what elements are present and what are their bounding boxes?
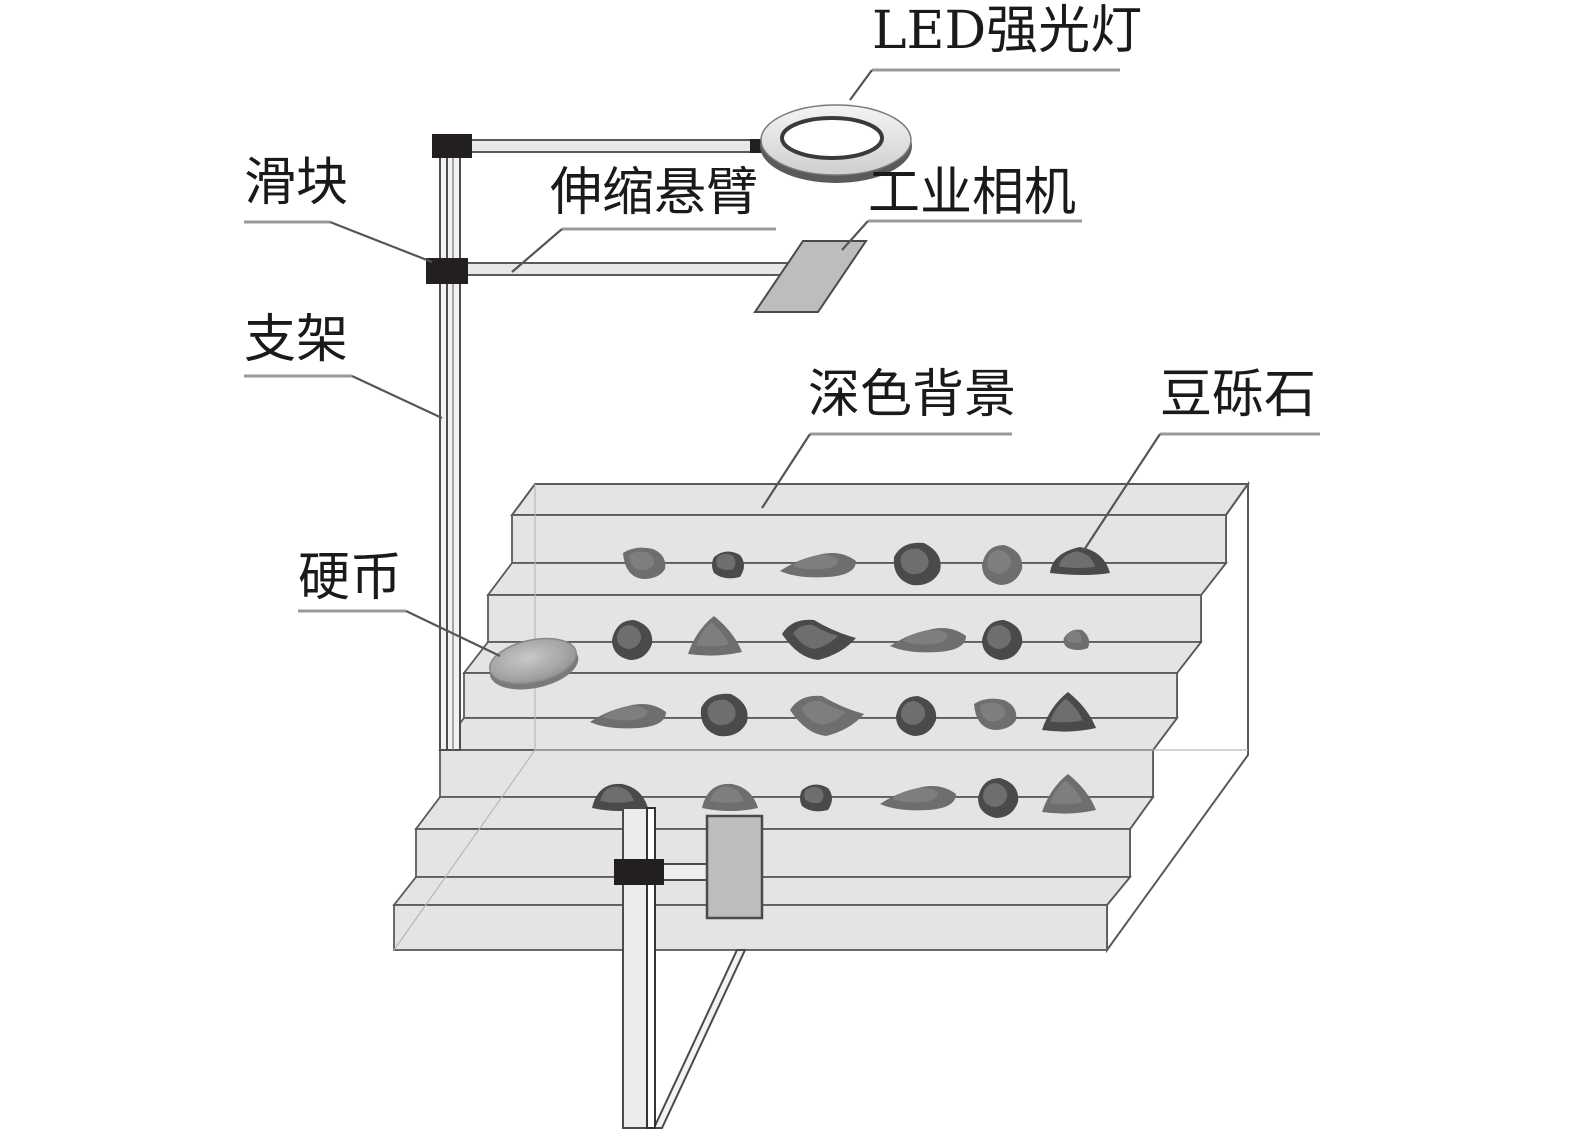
pebble — [700, 693, 748, 737]
pebble — [896, 696, 937, 736]
label-industrial-camera-text: 工业相机 — [868, 163, 1076, 223]
label-dark-background-text: 深色背景 — [808, 365, 1016, 425]
pea-gravel-group — [590, 542, 1110, 818]
label-stand: 支架 — [244, 310, 443, 419]
pebble — [1042, 692, 1096, 732]
label-coin: 硬币 — [298, 548, 501, 657]
stand — [439, 149, 461, 751]
pebble-highlight — [1066, 630, 1082, 643]
pebble — [612, 620, 653, 660]
pebble-highlight — [901, 701, 926, 725]
pebble-highlight — [1050, 698, 1083, 723]
pebble — [1050, 547, 1110, 575]
label-dark-background: 深色背景 — [761, 365, 1016, 509]
pebble-highlight — [1059, 551, 1095, 568]
slider-block — [426, 258, 468, 284]
pebble-highlight — [979, 702, 1006, 722]
label-industrial-camera: 工业相机 — [841, 163, 1082, 251]
pebble — [702, 783, 758, 811]
stair-tread — [486, 562, 1228, 596]
label-stand-text: 支架 — [244, 310, 348, 370]
pebble — [982, 620, 1023, 660]
pebble — [978, 778, 1019, 818]
pebble — [780, 553, 856, 578]
pebble-highlight — [987, 625, 1012, 649]
stair-inner-line — [393, 749, 536, 951]
label-telescopic-arm: 伸缩悬臂 — [511, 163, 776, 273]
pebble-highlight — [801, 700, 846, 725]
label-slider: 滑块 — [244, 153, 433, 264]
pebble-highlight — [892, 787, 938, 803]
label-telescopic-arm-text: 伸缩悬臂 — [550, 163, 758, 223]
label-pea-gravel-text: 豆砾石 — [1160, 365, 1316, 425]
led-arm — [459, 139, 766, 153]
pebble-highlight — [900, 548, 929, 575]
top-slider-block — [432, 134, 472, 158]
pebble-highlight — [710, 786, 744, 803]
pebble-highlight — [707, 699, 736, 726]
industrial-camera — [753, 240, 868, 313]
pebble — [790, 695, 864, 736]
pebble — [712, 551, 744, 579]
pebble-highlight — [1050, 780, 1083, 805]
pebble-highlight — [696, 622, 729, 647]
pebble — [974, 698, 1017, 730]
label-coin-text: 硬币 — [298, 548, 402, 608]
pebble — [893, 542, 941, 586]
pebble — [880, 786, 956, 811]
pebble — [800, 784, 832, 812]
pebble-highlight — [600, 786, 634, 803]
label-led-light-text: LED强光灯 — [872, 1, 1142, 61]
pebble-highlight — [792, 554, 838, 570]
stair-riser — [415, 828, 1131, 878]
pebble-highlight — [983, 783, 1008, 807]
pebble-highlight — [793, 624, 838, 649]
pebble-highlight — [602, 705, 648, 721]
label-led-light: LED强光灯 — [849, 1, 1142, 101]
front-camera — [705, 814, 764, 920]
coin — [488, 637, 579, 690]
pebble-highlight — [716, 553, 736, 570]
pebble-highlight — [628, 551, 655, 571]
pebble — [1042, 774, 1096, 814]
pebble — [782, 619, 856, 660]
pebble — [623, 547, 666, 579]
led-ring-light — [760, 104, 912, 183]
stair-riser — [439, 749, 1154, 798]
stair-riser — [511, 514, 1227, 564]
label-pea-gravel: 豆砾石 — [1083, 365, 1320, 551]
pebble-highlight — [804, 786, 824, 803]
front-slider-block — [614, 859, 664, 885]
stair-top — [510, 483, 1250, 516]
pebble — [592, 783, 648, 811]
pebble-highlight — [902, 629, 948, 645]
pebble — [688, 616, 742, 656]
pebble-highlight — [987, 550, 1012, 574]
pebble — [590, 704, 666, 729]
pebble — [890, 628, 966, 653]
pebble — [1063, 629, 1090, 650]
pebble — [982, 545, 1023, 585]
label-slider-text: 滑块 — [244, 153, 348, 213]
pebble-highlight — [617, 625, 642, 649]
stair-tread — [414, 796, 1155, 830]
